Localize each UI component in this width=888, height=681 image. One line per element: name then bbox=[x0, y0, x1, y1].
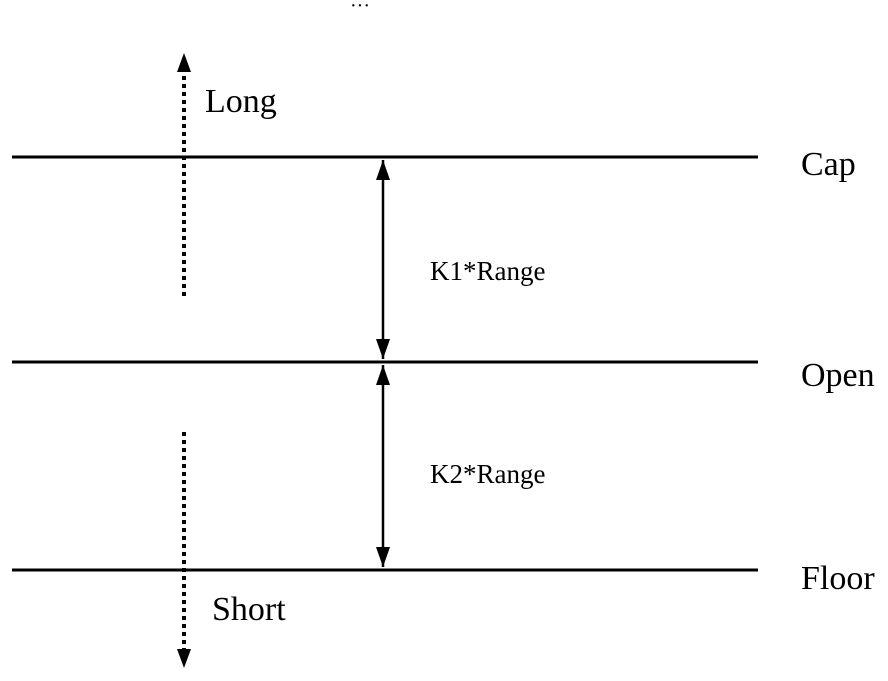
k2-range-label: K2*Range bbox=[430, 459, 545, 489]
k1-range-label: K1*Range bbox=[430, 256, 545, 286]
floor-label: Floor bbox=[801, 560, 875, 597]
short-signal-arrow bbox=[177, 432, 191, 668]
short-label: Short bbox=[212, 591, 286, 628]
k2-range-arrow bbox=[376, 365, 390, 567]
k1-range-arrow bbox=[376, 160, 390, 359]
top-text-fragment: ··· bbox=[350, 0, 370, 17]
open-label: Open bbox=[801, 357, 875, 394]
long-label: Long bbox=[205, 83, 277, 120]
long-signal-arrow bbox=[177, 53, 191, 296]
cap-label: Cap bbox=[801, 146, 856, 183]
